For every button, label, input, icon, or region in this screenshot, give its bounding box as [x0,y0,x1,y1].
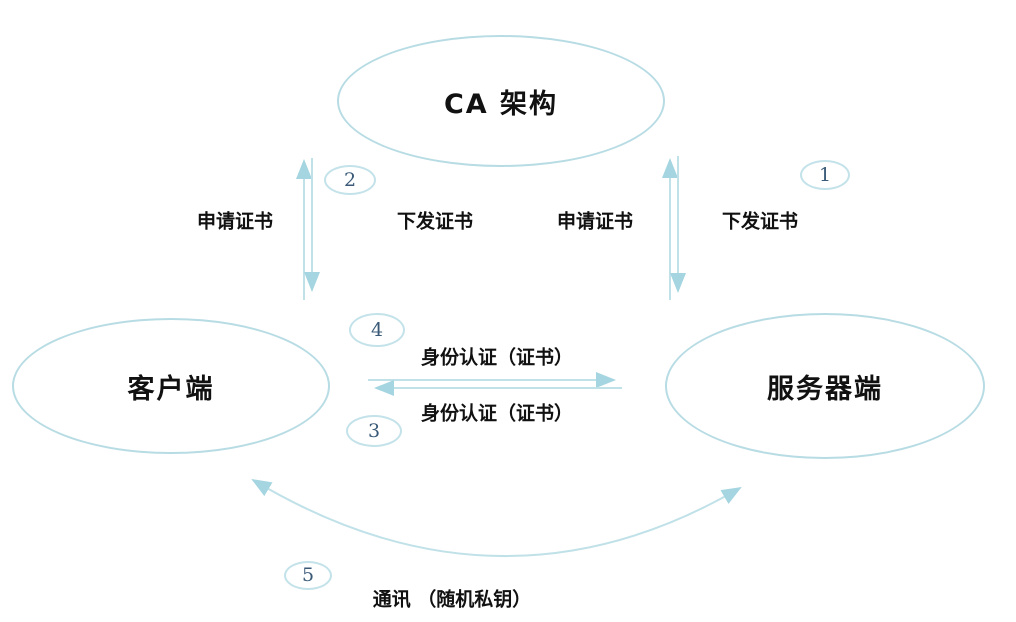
label-identity-auth-bottom: 身份认证（证书） [420,402,574,425]
badge-step-1: 1 [800,160,850,190]
badge-step-4-digit: 4 [370,318,384,341]
badge-step-3: 3 [346,415,402,447]
badge-step-5: 5 [284,561,332,590]
node-client: 客户端 [12,318,330,454]
label-issue-cert-to-client: 下发证书 [396,210,474,233]
badge-step-3-digit: 3 [367,419,381,442]
badge-step-4: 4 [349,313,405,347]
badge-step-5-digit: 5 [301,564,315,586]
label-client-request-cert: 申请证书 [196,210,274,233]
arrow-client-ca-pair [296,158,320,300]
label-communication: 通讯 （随机私钥） [372,588,532,611]
badge-step-2: 2 [324,165,376,195]
node-server-label: 服务器端 [767,373,883,405]
badge-step-2-digit: 2 [343,168,357,191]
label-identity-auth-top: 身份认证（证书） [420,346,574,369]
node-client-label: 客户端 [127,373,215,405]
badge-step-1-digit: 1 [818,163,832,186]
node-ca: CA 架构 [337,35,665,167]
label-issue-cert-to-server: 下发证书 [721,210,799,233]
label-server-request-cert: 申请证书 [556,210,634,233]
arrow-client-server-pair [368,372,622,396]
arrow-server-ca-pair [662,156,686,300]
arrow-communication-curve [251,478,742,557]
node-ca-label: CA 架构 [443,88,559,120]
node-server: 服务器端 [665,313,985,459]
